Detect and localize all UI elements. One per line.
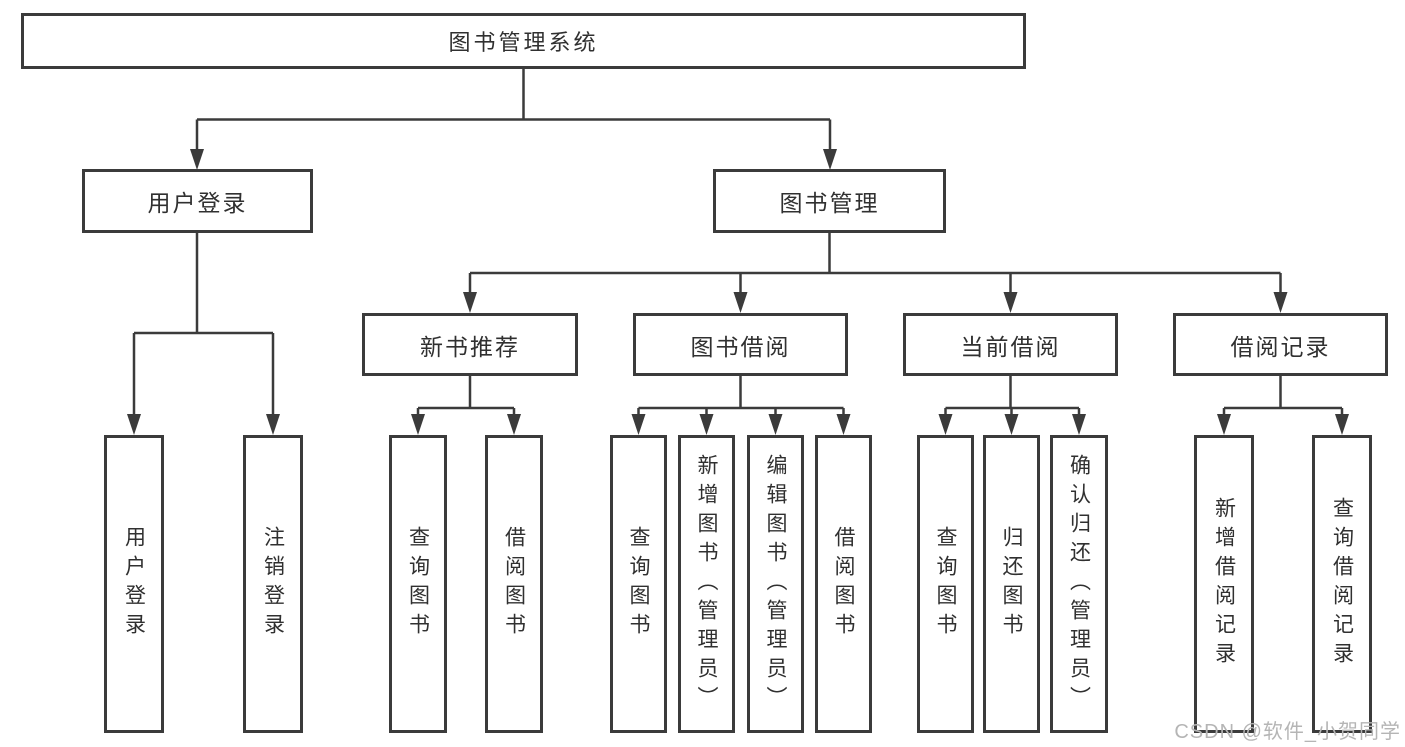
leaf-return-books: 归还图书 — [983, 435, 1040, 733]
csdn-watermark: CSDN @软件_小贺同学 — [1174, 721, 1401, 743]
arrow-down-icon — [631, 414, 646, 435]
leaf-query-books-borrow: 查询图书 — [610, 435, 667, 733]
node-user-login-label: 用户登录 — [147, 190, 248, 216]
connector-book-borrow — [637, 376, 845, 414]
node-current-borrow-label: 当前借阅 — [960, 333, 1061, 360]
arrow-down-icon — [938, 414, 953, 435]
leaf-query-borrow-record: 查询借阅记录 — [1312, 435, 1372, 733]
leaf-label: 注销登录 — [261, 526, 285, 642]
arrow-down-icon — [190, 149, 204, 170]
leaf-query-books-current: 查询图书 — [917, 435, 974, 733]
leaf-label: 归还图书 — [1000, 526, 1023, 642]
arrow-down-icon — [1004, 414, 1019, 435]
leaf-logout: 注销登录 — [243, 435, 303, 733]
arrow-down-icon — [1273, 292, 1288, 313]
leaf-label: 查询借阅记录 — [1330, 497, 1354, 671]
leaf-label: 编辑图书（管理员） — [764, 453, 787, 715]
connector-user-login — [132, 233, 275, 414]
arrow-down-icon — [699, 414, 714, 435]
arrow-down-icon — [463, 292, 477, 313]
leaf-label: 确认归还（管理员） — [1067, 453, 1091, 715]
leaf-label: 查询图书 — [934, 526, 957, 642]
node-book-mgmt: 图书管理 — [713, 169, 946, 233]
node-current-borrow: 当前借阅 — [903, 313, 1118, 376]
node-user-login: 用户登录 — [82, 169, 313, 233]
leaf-label: 新增借阅记录 — [1212, 497, 1236, 671]
leaf-label: 查询图书 — [406, 526, 430, 642]
arrow-down-icon — [1335, 414, 1349, 435]
node-new-books: 新书推荐 — [362, 313, 578, 376]
leaf-label: 借阅图书 — [832, 526, 855, 642]
connector-book-mgmt — [468, 233, 1282, 292]
arrow-down-icon — [1003, 292, 1018, 313]
leaf-add-books-admin: 新增图书（管理员） — [678, 435, 735, 733]
node-borrow-records: 借阅记录 — [1173, 313, 1388, 376]
leaf-borrow-books: 借阅图书 — [815, 435, 872, 733]
leaf-label: 查询图书 — [627, 526, 650, 642]
arrow-down-icon — [836, 414, 851, 435]
arrow-down-icon — [266, 414, 280, 435]
node-borrow-records-label: 借阅记录 — [1230, 333, 1331, 360]
leaf-label: 新增图书（管理员） — [695, 453, 718, 715]
connector-current-borrow — [944, 376, 1081, 414]
arrow-down-icon — [1217, 414, 1231, 435]
leaf-query-books-newbooks: 查询图书 — [389, 435, 447, 733]
leaf-user-login: 用户登录 — [104, 435, 164, 733]
connector-new-books — [416, 376, 516, 414]
arrow-down-icon — [823, 149, 837, 170]
arrow-down-icon — [507, 414, 521, 435]
connector-borrow-records — [1222, 376, 1344, 414]
node-book-mgmt-label: 图书管理 — [779, 190, 880, 216]
leaf-edit-books-admin: 编辑图书（管理员） — [747, 435, 804, 733]
node-book-borrow-label: 图书借阅 — [690, 333, 791, 360]
leaf-confirm-return-admin: 确认归还（管理员） — [1050, 435, 1108, 733]
leaf-label: 借阅图书 — [502, 526, 526, 642]
arrow-down-icon — [1072, 414, 1086, 435]
arrow-down-icon — [127, 414, 141, 435]
leaf-borrow-books-newbooks: 借阅图书 — [485, 435, 543, 733]
leaf-add-borrow-record: 新增借阅记录 — [1194, 435, 1254, 733]
connector-root — [195, 69, 832, 150]
node-root-label: 图书管理系统 — [448, 30, 599, 55]
node-book-borrow: 图书借阅 — [633, 313, 848, 376]
arrow-down-icon — [768, 414, 783, 435]
leaf-label: 用户登录 — [122, 526, 146, 642]
arrow-down-icon — [411, 414, 425, 435]
arrow-down-icon — [733, 292, 748, 313]
node-root: 图书管理系统 — [21, 13, 1026, 69]
node-new-books-label: 新书推荐 — [420, 333, 520, 360]
